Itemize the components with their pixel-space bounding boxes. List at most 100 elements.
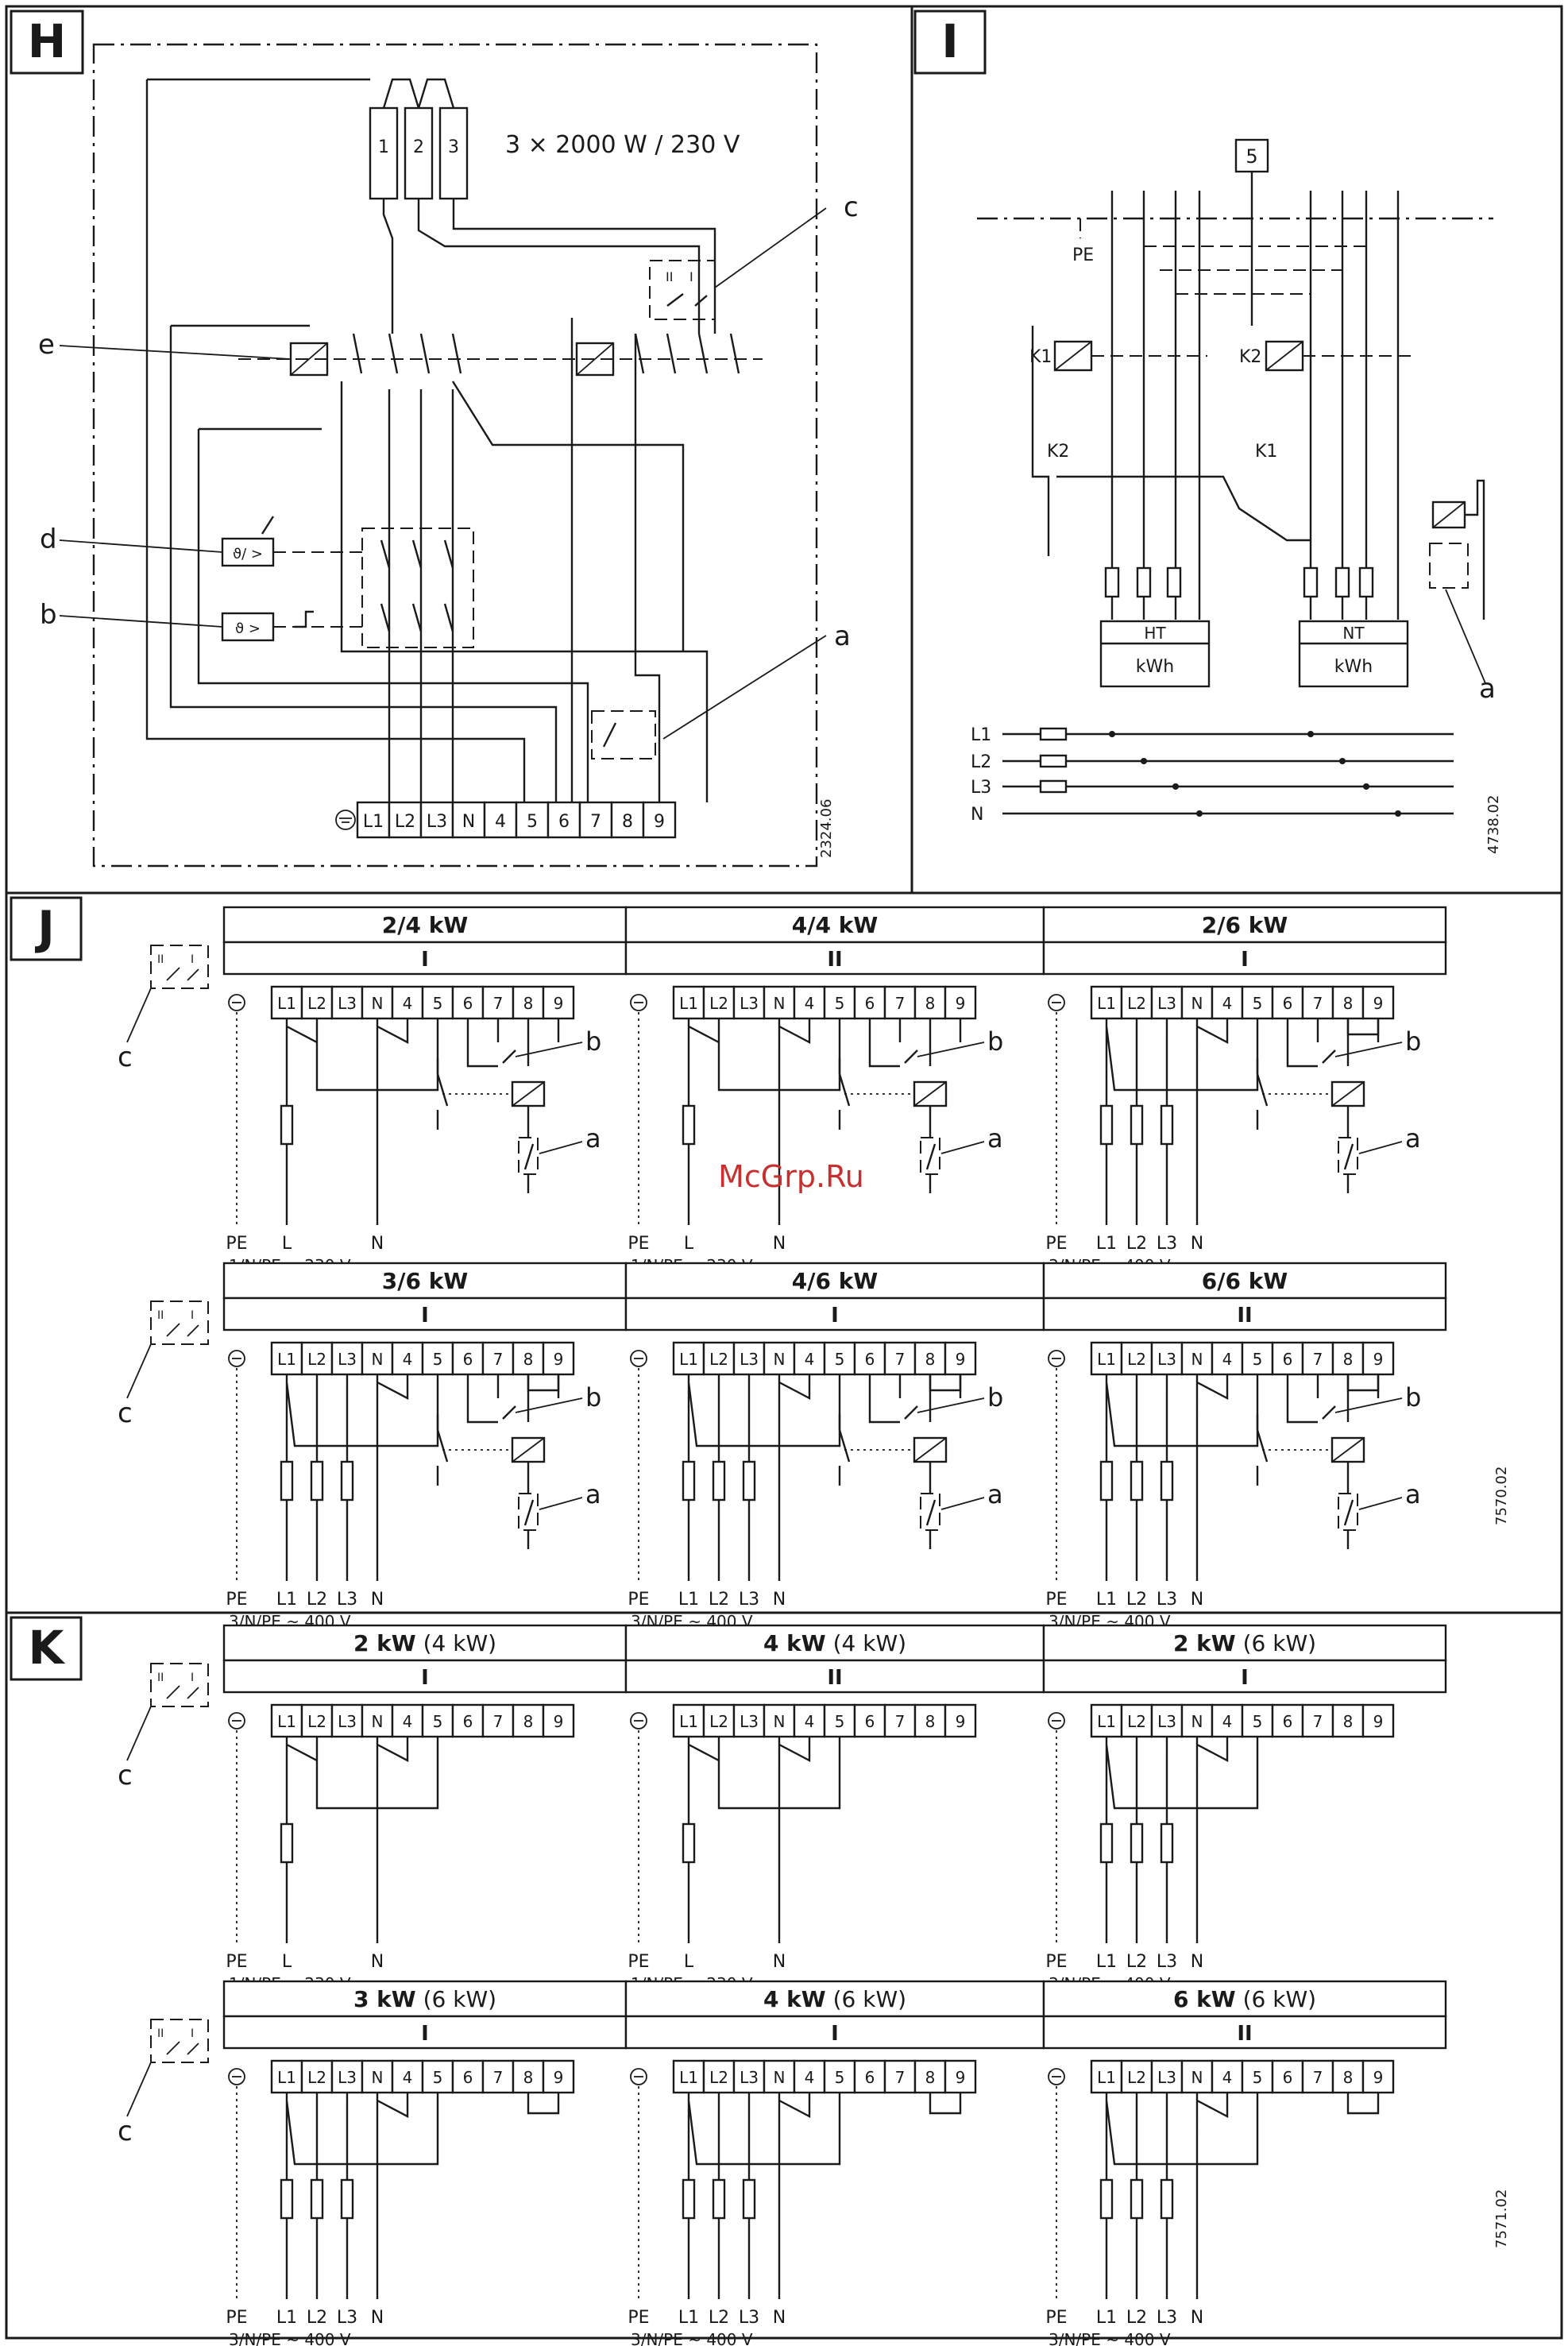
terminal-box — [330, 2059, 364, 2094]
contactor-coil-k1-slash — [1054, 341, 1092, 371]
supply-line-label: N — [971, 805, 983, 825]
terminal-box — [702, 1703, 736, 1738]
terminal-label: 9 — [1373, 1712, 1384, 1731]
terminal-box — [913, 985, 947, 1020]
supply-conductor-label: L3 — [739, 2308, 759, 2328]
wire-heater2 — [417, 199, 701, 334]
terminal-label: L2 — [1127, 994, 1146, 1013]
supply-conductor-label: PE — [628, 2308, 649, 2328]
label-c: c — [118, 1397, 133, 1429]
label-c: c — [118, 1760, 133, 1791]
earth-terminal-symbol — [1048, 1350, 1065, 1367]
terminal-label: 6 — [865, 1350, 875, 1369]
control-wiring — [466, 1374, 560, 1424]
config-power-value: 4/4 kW — [792, 912, 879, 938]
switch-c-icon — [150, 2019, 209, 2063]
terminal-label: N — [774, 994, 786, 1013]
sheet-frame — [5, 5, 1563, 2340]
earth-terminal-symbol — [228, 994, 245, 1011]
supply-fuse — [1130, 1104, 1144, 1146]
terminal-label: 8 — [1343, 1350, 1354, 1369]
config-power: 2/6 kW — [1202, 912, 1288, 938]
earth-terminal-symbol — [630, 2068, 647, 2085]
switch-mark-1: I — [689, 269, 693, 284]
supply-voltage: 3/N/PE ~ 400 V — [1049, 2330, 1171, 2346]
ht-phase-wires — [1110, 191, 1201, 620]
leader-a — [1358, 1497, 1403, 1510]
config-power: 4 kW (6 kW) — [763, 1986, 906, 2012]
config-power: 4/6 kW — [792, 1268, 879, 1294]
config-power: 3 kW (6 kW) — [353, 1986, 496, 2012]
supply-wiring — [1105, 1737, 1259, 1943]
switch-a-enclosure — [1338, 1493, 1358, 1531]
terminal-box — [883, 2059, 917, 2094]
supply-junction — [1395, 810, 1401, 817]
supply-conductor-label: N — [1191, 1590, 1203, 1610]
relay-coil-slash — [1331, 1081, 1365, 1107]
supply-conductor-label: PE — [1045, 1234, 1067, 1254]
terminal-label: 4 — [1222, 2068, 1233, 2087]
terminal-label: 6 — [463, 1350, 473, 1369]
terminal-box — [1180, 985, 1214, 1020]
config-power-value: 2 kW — [353, 1630, 416, 1656]
relay-coil-e-slash — [290, 342, 328, 376]
switch-b-contact — [502, 1049, 516, 1064]
config-position-header — [624, 2015, 1045, 2050]
supply-conductor-label: N — [773, 1952, 786, 1972]
supply-conductor-label: N — [371, 1952, 384, 1972]
leader-b — [917, 1397, 985, 1413]
supply-conductor-label: L2 — [307, 1590, 327, 1610]
switch-a-contact — [925, 1462, 937, 1549]
supply-fuse — [1160, 2178, 1174, 2220]
terminal-label: 7 — [590, 812, 601, 832]
terminal-label: 7 — [493, 2068, 504, 2087]
terminal-label: 4 — [403, 994, 413, 1013]
terminal-box — [512, 1703, 545, 1738]
supply-conductor-label: N — [773, 1590, 786, 1610]
bridge-8-9 — [527, 1374, 560, 1392]
terminal-label: L3 — [338, 1712, 357, 1731]
label-c: c — [118, 2116, 133, 2147]
switch-a-contact — [1343, 1106, 1354, 1193]
control-wiring — [1286, 1374, 1380, 1424]
supply-wiring — [285, 1018, 439, 1225]
supply-conductor-label: L1 — [1096, 2308, 1117, 2328]
terminal-label: 8 — [1343, 2068, 1354, 2087]
terminal-box — [1090, 1341, 1123, 1376]
leader-b — [1334, 1042, 1403, 1057]
pe-label: PE — [1072, 245, 1094, 265]
config-position-header — [1042, 1659, 1447, 1694]
relay-contact — [1256, 1414, 1269, 1486]
leader-b — [515, 1042, 583, 1057]
terminal-label: 4 — [805, 1350, 815, 1369]
terminal-box — [913, 2059, 947, 2094]
terminal-label: 8 — [523, 994, 534, 1013]
temperature-regulator — [221, 537, 275, 567]
supply-conductor-label: L3 — [337, 1590, 357, 1610]
terminal-label: N — [774, 1712, 786, 1731]
config-power: 2 kW (6 kW) — [1173, 1630, 1316, 1656]
wire-coil-feeds — [171, 324, 322, 431]
terminal-label: 6 — [865, 1712, 875, 1731]
label-d: d — [40, 524, 57, 555]
terminal-label: 5 — [1253, 994, 1263, 1013]
doc-number-k: 7571.02 — [1493, 2189, 1510, 2248]
supply-junction — [1141, 758, 1147, 764]
terminal-label: L3 — [740, 1712, 759, 1731]
config-power-value: 6 kW — [1173, 1986, 1236, 2012]
label-e: e — [38, 329, 55, 361]
terminal-label: 8 — [523, 2068, 534, 2087]
terminal-label: 4 — [403, 1712, 413, 1731]
terminal-label: L2 — [307, 994, 326, 1013]
meter-ht-kwh: kWh — [1136, 657, 1174, 677]
panel-h-letter-box — [10, 10, 84, 75]
supply-junction — [1172, 783, 1179, 790]
wire-heater1 — [382, 199, 394, 334]
terminal-label: 4 — [1222, 1350, 1233, 1369]
supply-line-label: L3 — [971, 778, 991, 798]
wire-heater3 — [452, 199, 716, 334]
config-switch-position: II — [1237, 2022, 1252, 2046]
terminal-box — [578, 801, 613, 839]
switch-a-enclosure — [518, 1493, 539, 1531]
